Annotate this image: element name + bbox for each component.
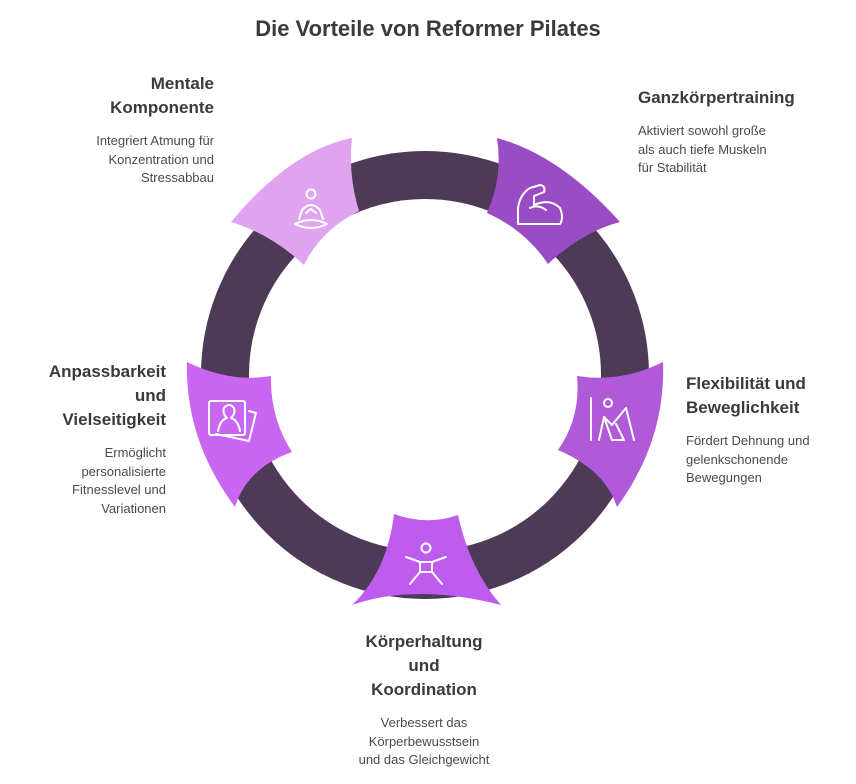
segment-anpass: [186, 362, 292, 507]
flexed-arm-icon: [517, 184, 563, 225]
segment-flex: [558, 362, 664, 507]
segment-koerperhaltung-shape: [352, 514, 501, 605]
diagram-title: Die Vorteile von Reformer Pilates: [255, 16, 601, 41]
stretching-pose-icon: [590, 397, 635, 441]
star-pose-icon: [405, 542, 447, 585]
segment-ganzkoerper-text: Ganzkörpertraining Aktiviert sowohl groß…: [638, 86, 848, 178]
segment-ganzkoerper: [487, 138, 620, 264]
segment-koerperhaltung: [352, 514, 501, 605]
segment-ganzkoerper-shape: [487, 138, 620, 264]
profile-cards-icon: [208, 400, 257, 442]
segment-ganzkoerper-heading: Ganzkörpertraining: [638, 88, 795, 107]
segment-mental: [231, 138, 359, 265]
meditation-icon: [294, 188, 328, 229]
segment-mental-shape: [231, 138, 359, 265]
